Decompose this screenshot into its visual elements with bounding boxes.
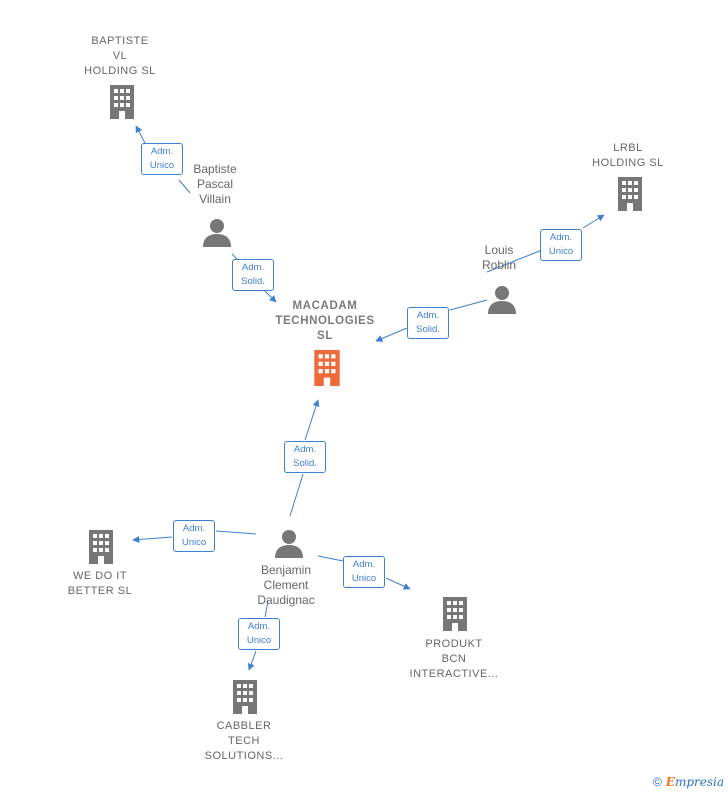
edge-badge-line2: Unico bbox=[548, 246, 574, 257]
node-label-louis-roblin: Louis Roblin bbox=[481, 243, 517, 272]
edge-badge[interactable]: Adm. Solid. bbox=[407, 307, 449, 339]
person-icon[interactable] bbox=[274, 528, 304, 558]
person-icon[interactable] bbox=[487, 284, 517, 314]
building-icon[interactable] bbox=[86, 530, 116, 564]
edge-badge-line1: Adm. bbox=[241, 262, 265, 273]
edge-badge-line1: Adm. bbox=[416, 310, 440, 321]
brand-footer: ©Empresia bbox=[653, 775, 724, 789]
building-icon[interactable] bbox=[107, 85, 137, 119]
edge-badge[interactable]: Adm. Unico bbox=[540, 229, 582, 261]
edge-badge[interactable]: Adm. Unico bbox=[238, 618, 280, 650]
edge-badge-line2: Solid. bbox=[416, 324, 440, 335]
edge-badge-line1: Adm. bbox=[352, 559, 376, 570]
edge-badge-line2: Solid. bbox=[293, 458, 317, 469]
edge-badge-line1: Adm. bbox=[293, 444, 317, 455]
edge-badge-line1: Adm. bbox=[247, 621, 271, 632]
brand-name: mpresia bbox=[674, 775, 724, 789]
edge-badge-line2: Unico bbox=[246, 635, 272, 646]
edge-benjamin-to-cabbler bbox=[249, 600, 269, 670]
edge-benjamin-to-macadam bbox=[289, 400, 318, 517]
building-icon[interactable] bbox=[440, 597, 470, 631]
edge-badge-line1: Adm. bbox=[150, 146, 174, 157]
node-label-lrbl-holding: LRBL HOLDING SL bbox=[592, 142, 664, 169]
edge-badge-line2: Unico bbox=[351, 573, 377, 584]
node-label-macadam-technologies: MACADAM TECHNOLOGIES SL bbox=[275, 300, 375, 342]
edge-louis-to-macadam bbox=[376, 299, 488, 341]
node-label-baptiste-pascal-villain: Baptiste Pascal Villain bbox=[193, 162, 237, 206]
edge-badge-line2: Solid. bbox=[241, 276, 265, 287]
edge-badge-line1: Adm. bbox=[549, 232, 573, 243]
copyright-icon: © bbox=[652, 775, 662, 789]
person-icon[interactable] bbox=[202, 217, 232, 247]
edge-badge[interactable]: Adm. Unico bbox=[173, 520, 215, 552]
edge-badge-line2: Unico bbox=[149, 160, 175, 171]
edge-badge-line2: Unico bbox=[181, 537, 207, 548]
edge-badge[interactable]: Adm. Unico bbox=[343, 556, 385, 588]
edge-benjamin-to-wedoit bbox=[133, 530, 257, 540]
node-label-we-do-it-better: WE DO IT BETTER SL bbox=[67, 570, 133, 597]
building-icon-central[interactable] bbox=[311, 350, 343, 386]
edge-badge-line1: Adm. bbox=[182, 523, 206, 534]
building-icon[interactable] bbox=[230, 680, 260, 714]
node-label-benjamin-clement-daudignac: Benjamin Clement Daudignac bbox=[257, 563, 315, 607]
building-icon[interactable] bbox=[615, 177, 645, 211]
edge-benjamin-to-produkt bbox=[317, 555, 410, 589]
brand-initial: E bbox=[665, 775, 675, 789]
edge-badge[interactable]: Adm. Solid. bbox=[232, 259, 274, 291]
edge-badge[interactable]: Adm. Unico bbox=[141, 143, 183, 175]
node-label-cabbler-tech: CABBLER TECH SOLUTIONS... bbox=[204, 720, 284, 762]
node-label-baptiste-vl-holding: BAPTISTE VL HOLDING SL bbox=[84, 35, 156, 77]
edge-louis-to-lrbl bbox=[486, 215, 604, 273]
edge-badge[interactable]: Adm. Solid. bbox=[284, 441, 326, 473]
node-label-produkt-bcn: PRODUKT BCN INTERACTIVE... bbox=[409, 638, 499, 680]
